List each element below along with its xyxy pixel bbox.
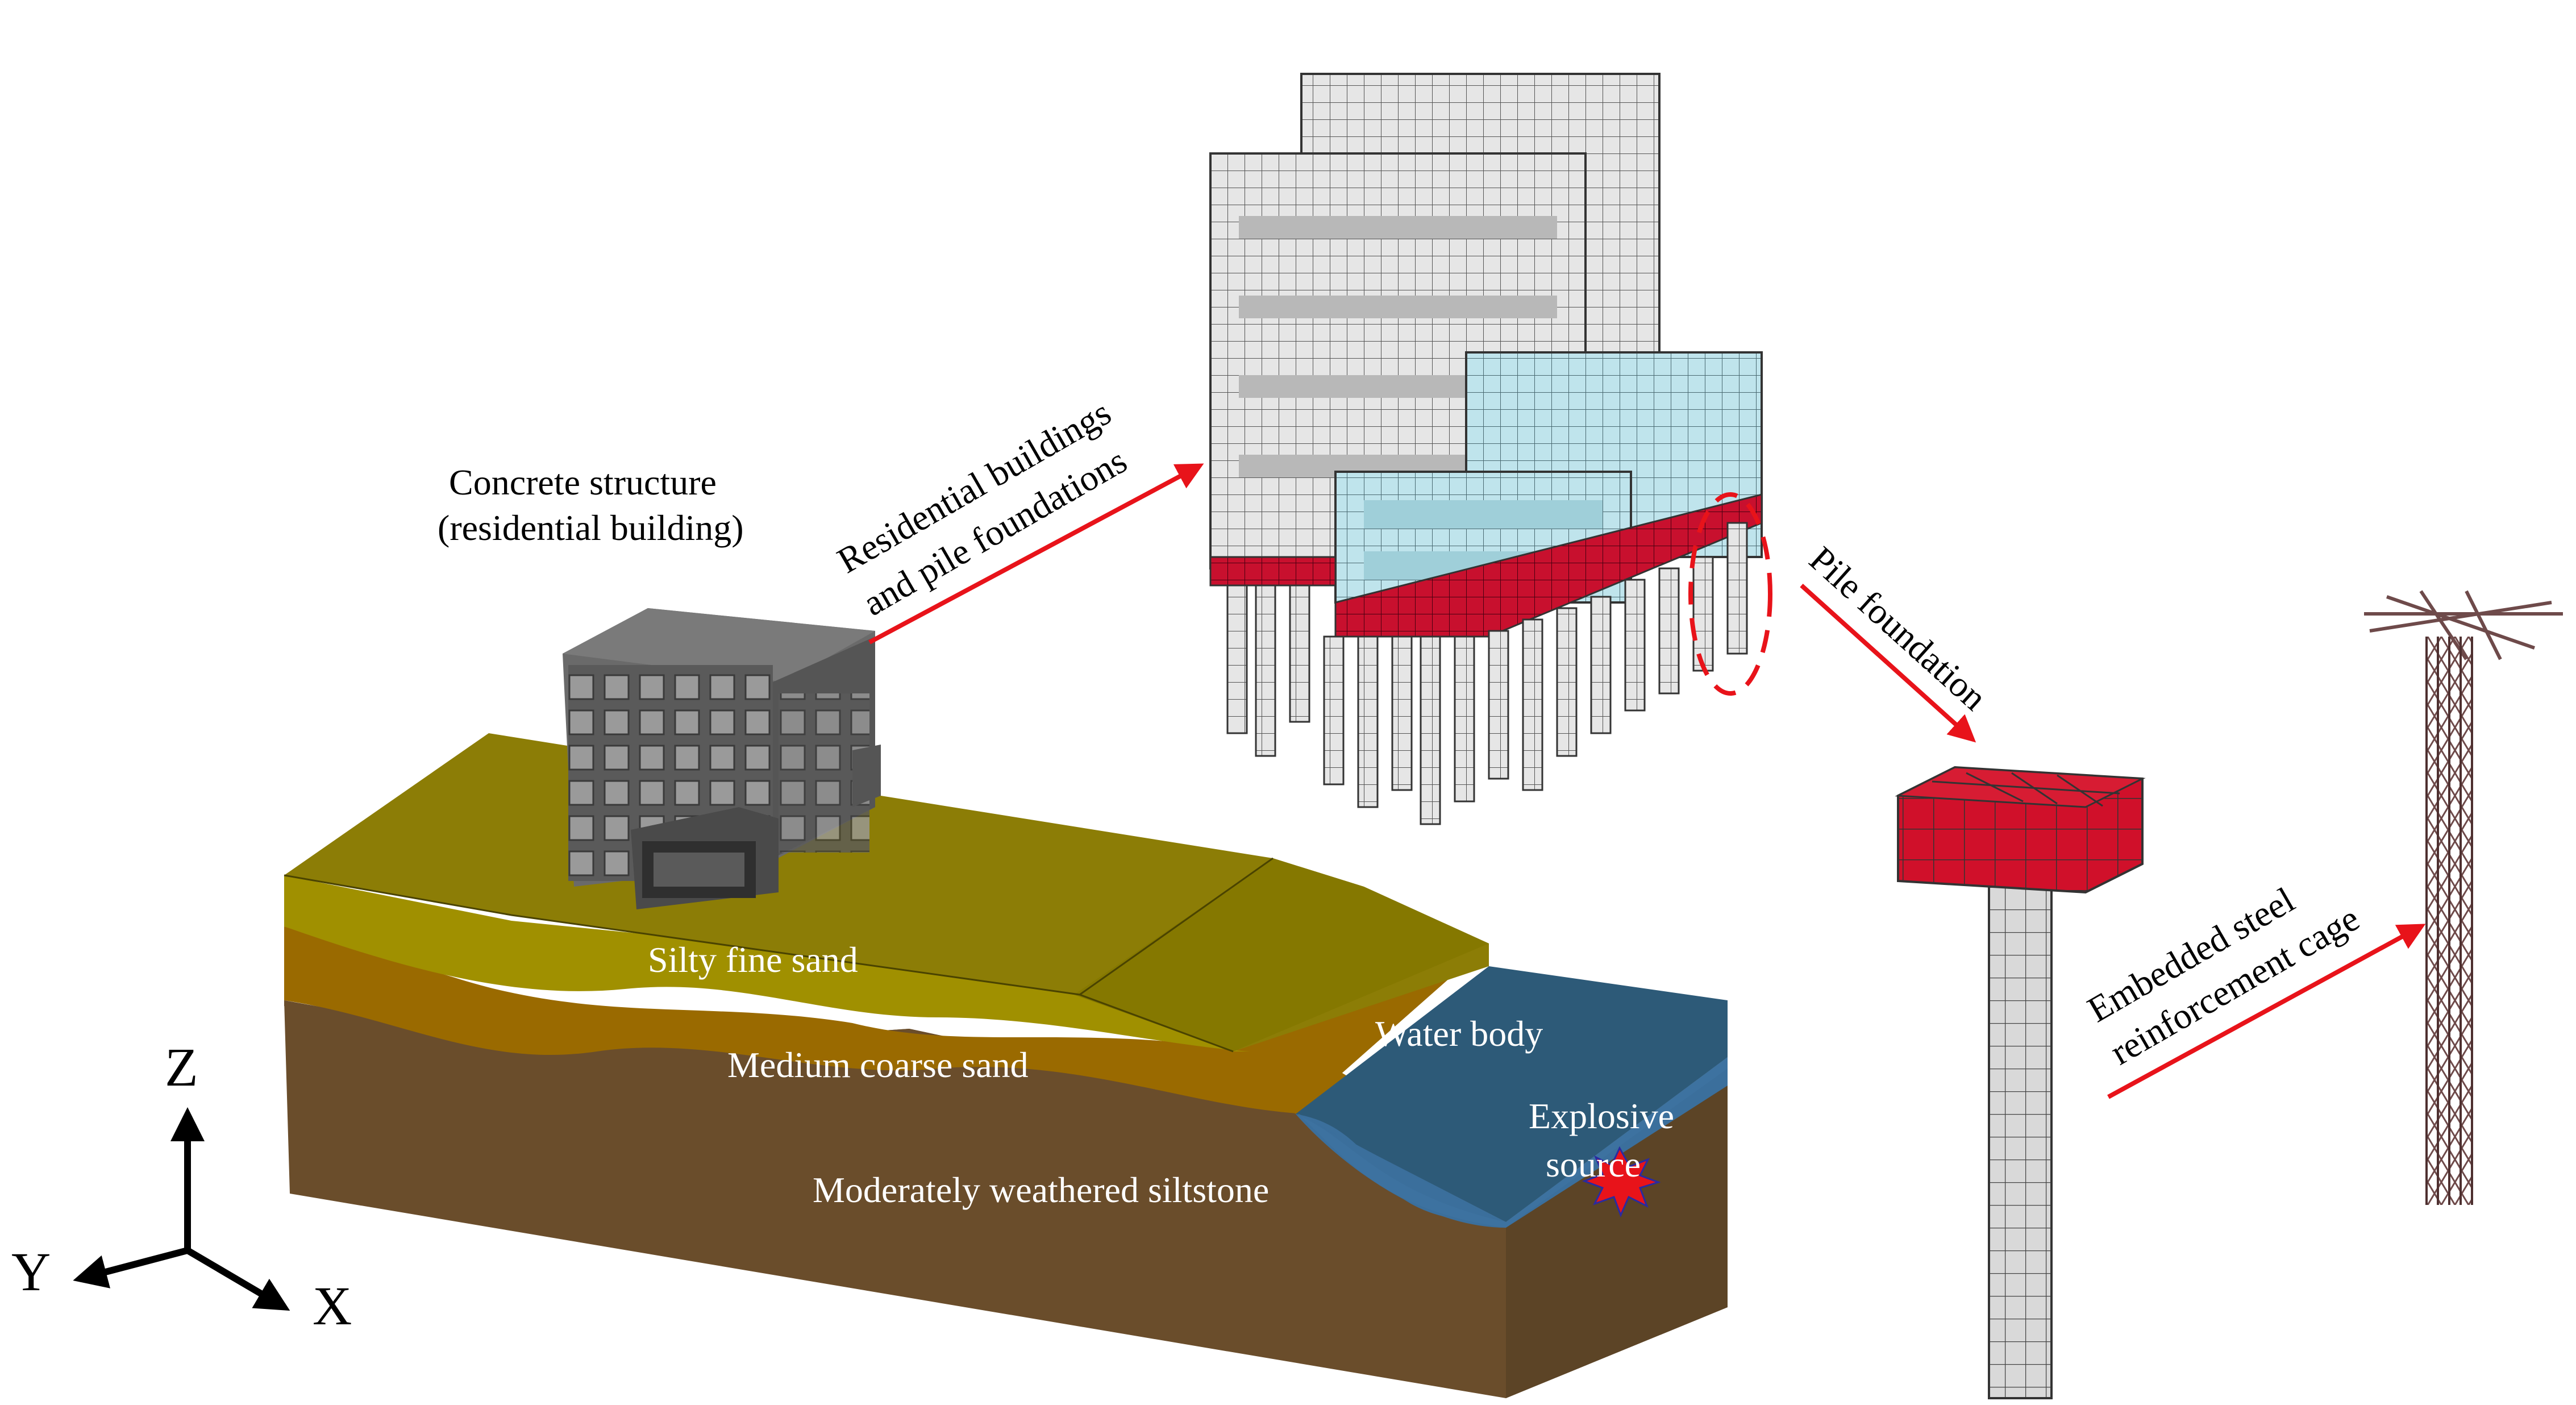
label-medium-coarse-sand: Medium coarse sand	[727, 1045, 1029, 1085]
explosive-source-icon	[1582, 1146, 1661, 1217]
axis-x-label: X	[313, 1275, 352, 1336]
label-water-body: Water body	[1375, 1013, 1543, 1054]
pile-group	[1226, 522, 1748, 825]
terrain-edge	[284, 874, 1234, 1053]
axis-y-label: Y	[11, 1241, 51, 1302]
label-residential-building: (residential building)	[438, 508, 744, 548]
siltstone-front-face	[284, 1000, 1506, 1398]
label-silty-fine-sand: Silty fine sand	[648, 940, 858, 980]
terrain-edge	[1079, 857, 1274, 996]
silty-fine-sand-front	[284, 875, 1250, 1051]
arrow-to-reinforcement-cage	[2107, 924, 2426, 1099]
water-body-top	[1296, 966, 1728, 1222]
block-right-side	[1506, 1057, 1728, 1398]
label-concrete-structure: Concrete structure	[449, 462, 717, 502]
label-explosive: Explosive	[1529, 1096, 1674, 1136]
steel-reinforcement-cage	[2364, 590, 2563, 1205]
axis-z-label: Z	[165, 1037, 198, 1098]
label-pile-foundation: Pile foundation	[1802, 539, 1995, 718]
arrow-to-residential-buildings	[868, 463, 1204, 645]
label-source: source	[1546, 1144, 1641, 1184]
coordinate-axes	[73, 1107, 290, 1311]
water-front-visible	[1301, 1115, 1506, 1225]
pile-highlight-ellipse	[1688, 492, 1772, 696]
water-front-block	[1299, 1114, 1506, 1225]
silty-fine-sand-slope	[1074, 858, 1489, 1051]
pile-foundation-detail	[1895, 766, 2146, 1399]
residential-building-mesh	[1209, 73, 1772, 825]
concrete-building-model	[563, 608, 881, 909]
label-moderately-weathered-siltstone: Moderately weathered siltstone	[813, 1170, 1269, 1210]
medium-coarse-sand-layer	[284, 926, 1409, 1114]
arrow-to-pile-foundation	[1800, 584, 1976, 743]
